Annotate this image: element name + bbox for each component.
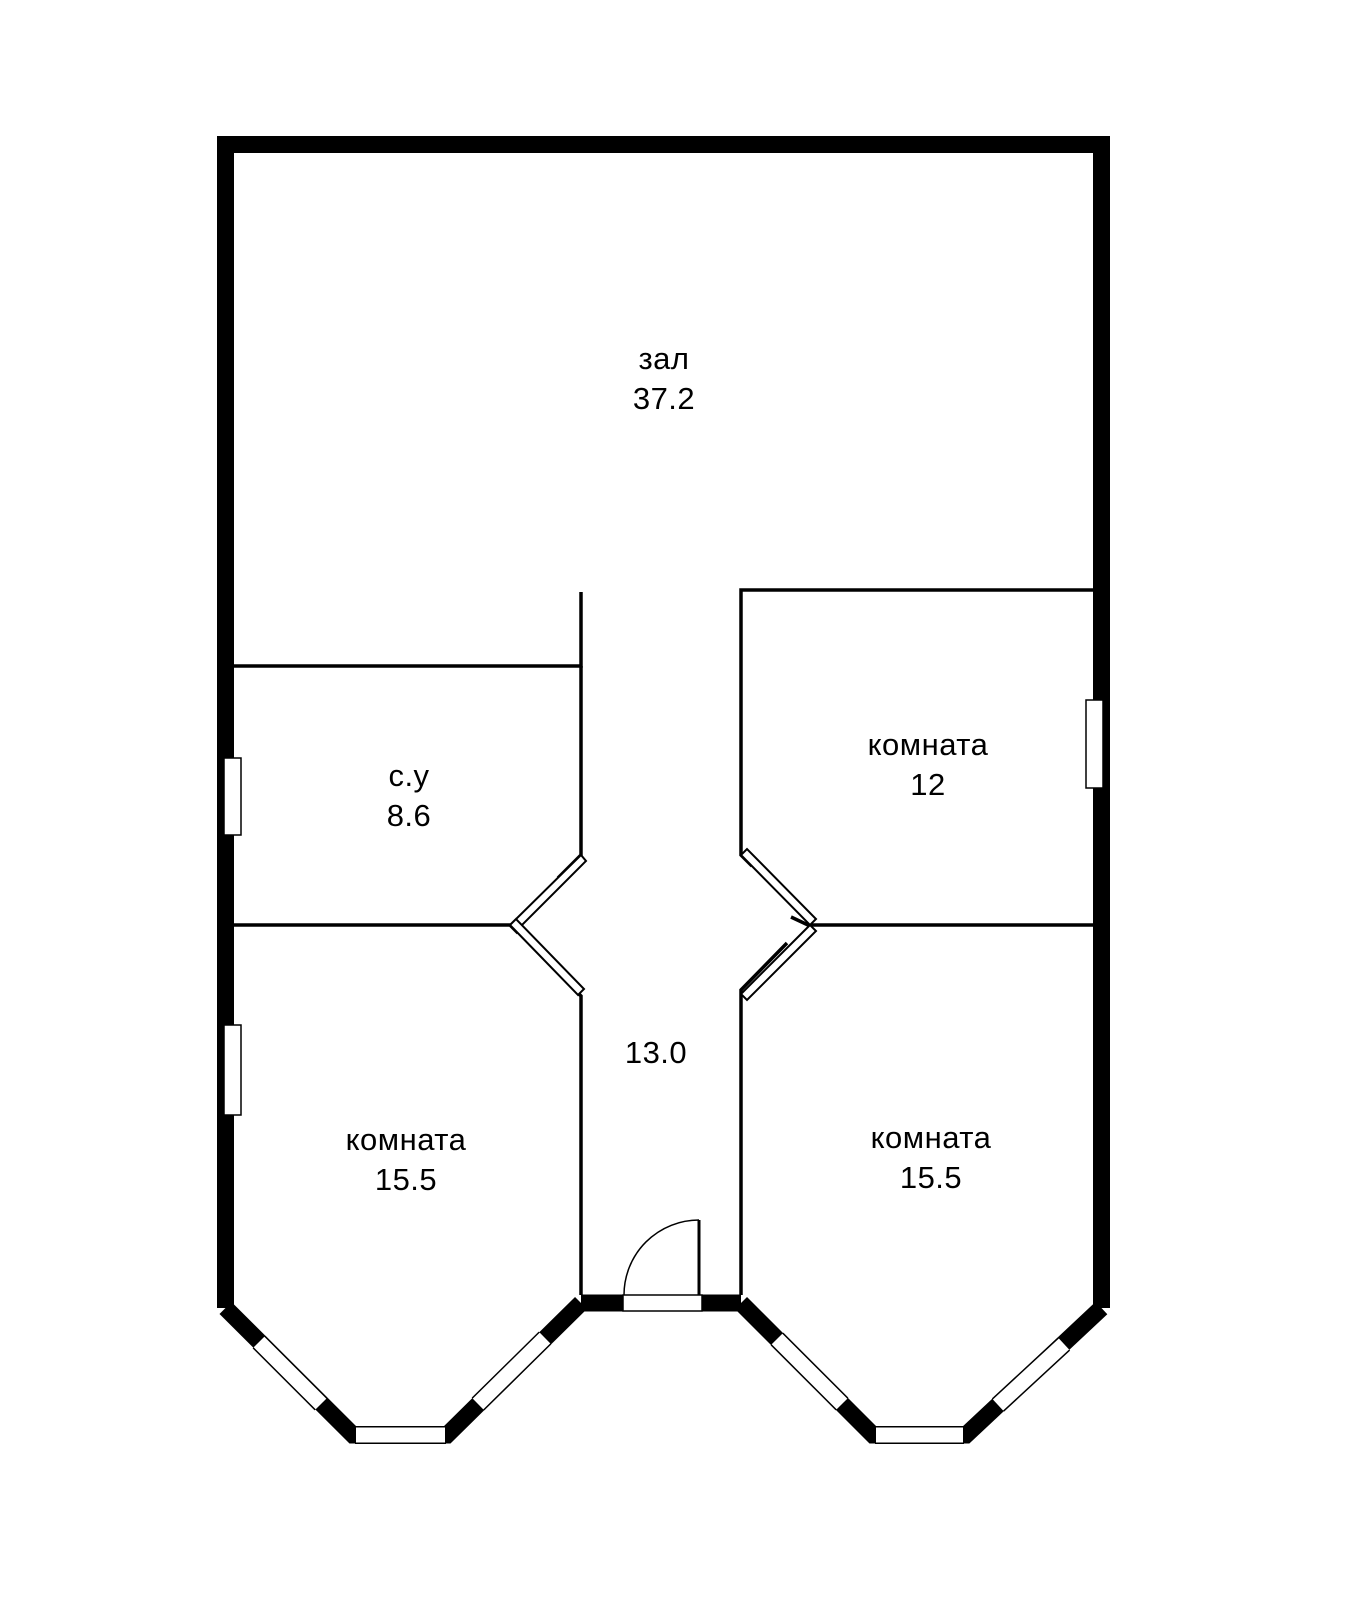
window-left-lower	[223, 1024, 242, 1116]
entrance-door	[622, 1219, 703, 1312]
room-left-area: 15.5	[375, 1162, 437, 1197]
room-12-area: 12	[910, 767, 945, 802]
window-glass	[771, 1333, 848, 1410]
door-room-left	[508, 917, 586, 997]
room-right-area: 15.5	[900, 1160, 962, 1195]
hall-area: 37.2	[633, 381, 695, 416]
window-left-upper	[223, 757, 242, 836]
bathroom-area: 8.6	[387, 798, 432, 833]
window-glass	[253, 1336, 327, 1410]
partition-room-right-left	[739, 941, 789, 1295]
window-glass	[992, 1338, 1070, 1411]
room-right-name: комната	[871, 1120, 992, 1155]
window-glass	[472, 1332, 551, 1410]
room-left-name: комната	[346, 1122, 467, 1157]
partition-mid-right	[790, 915, 1093, 927]
window-right	[1085, 699, 1104, 789]
bathroom-name: с.у	[388, 758, 429, 793]
door-swing-arc	[623, 1219, 700, 1296]
door-room-12	[739, 847, 818, 927]
corridor-area: 13.0	[625, 1035, 687, 1070]
entrance-threshold	[622, 1294, 703, 1312]
interior-doors	[508, 847, 818, 1002]
hall-name: зал	[638, 341, 689, 376]
room-labels: зал 37.2 с.у 8.6 комната 12 13.0 комната…	[346, 341, 992, 1197]
door-room-right	[739, 923, 818, 1002]
windows	[223, 699, 1104, 1444]
room-12-name: комната	[868, 727, 989, 762]
